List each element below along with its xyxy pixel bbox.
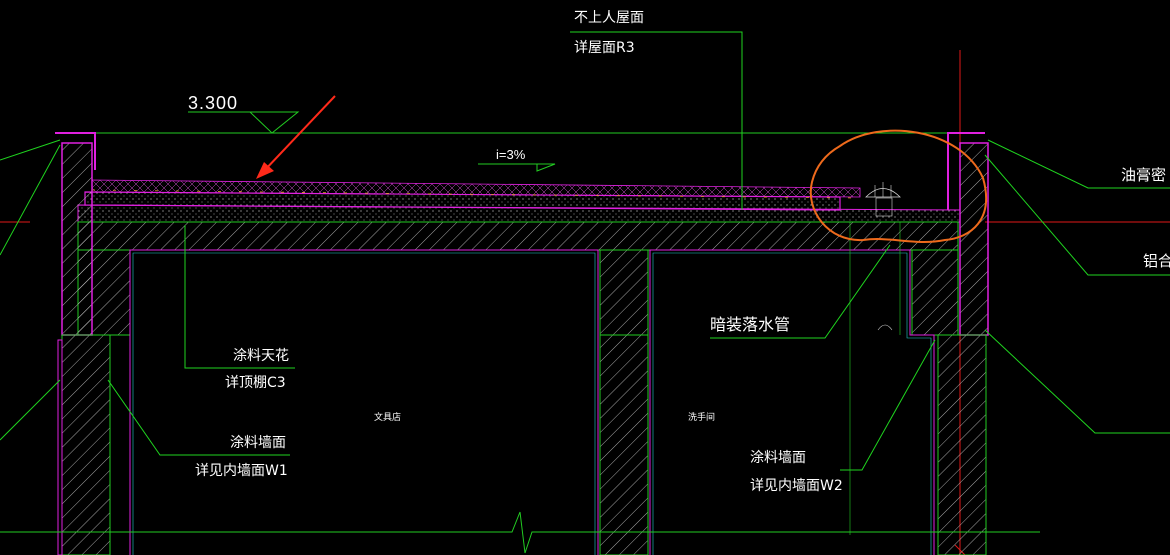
parapets [55,132,989,336]
elevation-mark: 3.300 [188,93,300,134]
axis-lines [0,50,1170,555]
wall-note-right-line1: 涂料墙面 [750,450,806,466]
finish-lines [129,249,935,555]
ground-break-line [0,511,1040,554]
roof-layers [77,179,961,223]
ceiling-note-line1: 涂料天花 [233,348,289,364]
downpipe-note: 暗装落水管 [710,315,790,334]
roof-note-line1: 不上人屋面 [574,10,644,26]
elevation-label: 3.300 [188,93,238,113]
leader-lines [0,31,1170,471]
orange-markup-circle [809,129,988,243]
roof-drain [849,182,901,535]
right-note-mid: 铝合 [1143,252,1170,270]
right-note-top: 油膏密 [1121,166,1166,184]
roof-note-line2: 详屋面R3 [574,40,635,56]
room-label-right: 洗手间 [688,411,715,423]
red-arrow-markup [256,95,336,179]
concrete-structure [77,221,959,336]
slope-label: i=3% [496,147,526,162]
ceiling-note-line2: 详顶棚C3 [225,375,286,391]
wall-note-left-line2: 详见内墙面W1 [195,463,288,479]
wall-note-left-line1: 涂料墙面 [230,435,286,451]
walls [57,334,987,555]
wall-note-right-line2: 详见内墙面W2 [750,478,843,494]
slope-indicator: i=3% [478,147,556,172]
annotations: 不上人屋面 详屋面R3 涂料天花 详顶棚C3 涂料墙面 详见内墙面W1 涂料墙面… [195,10,1170,494]
room-label-left: 文具店 [374,411,401,423]
